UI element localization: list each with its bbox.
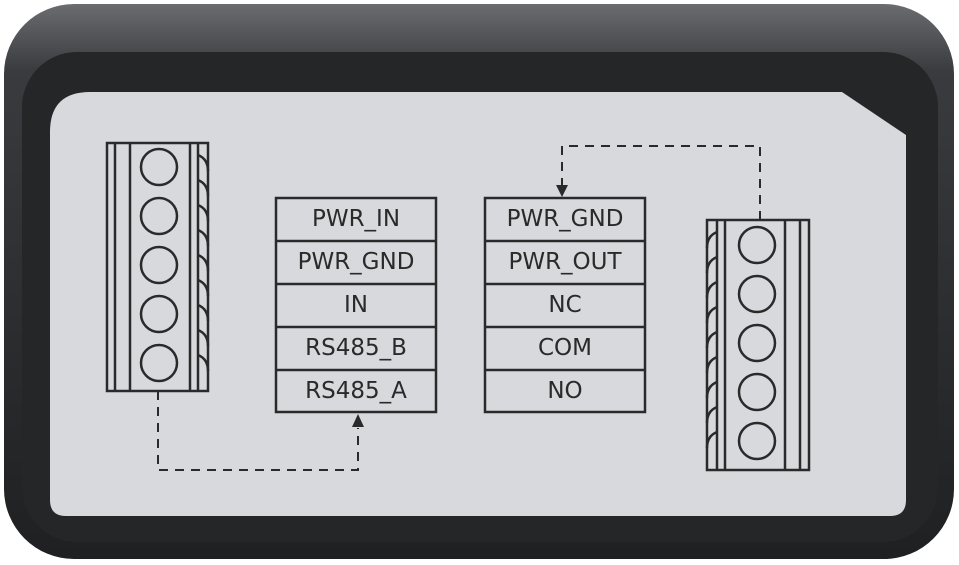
left-connector-line <box>157 391 364 471</box>
pin-label: PWR_GND <box>298 249 415 275</box>
pin-label: COM <box>538 335 592 361</box>
arrow-up-icon <box>352 414 364 427</box>
label-sticker <box>50 92 906 516</box>
input-pin-table: PWR_IN PWR_GND IN RS485_B RS485_A <box>274 196 438 414</box>
pin-label: NC <box>548 292 581 318</box>
pin-label: NO <box>547 378 582 404</box>
pin-label: PWR_OUT <box>508 249 622 275</box>
pin-label: RS485_B <box>305 335 407 361</box>
right-terminal-block-icon <box>705 218 811 472</box>
pin-label: IN <box>344 292 368 318</box>
output-pin-table: PWR_GND PWR_OUT NC COM NO <box>483 196 647 414</box>
pin-label: PWR_GND <box>507 206 624 232</box>
pin-label: RS485_A <box>305 378 407 404</box>
arrow-down-icon <box>556 185 568 197</box>
pin-label: PWR_IN <box>312 206 400 232</box>
right-connector-line <box>556 145 761 220</box>
